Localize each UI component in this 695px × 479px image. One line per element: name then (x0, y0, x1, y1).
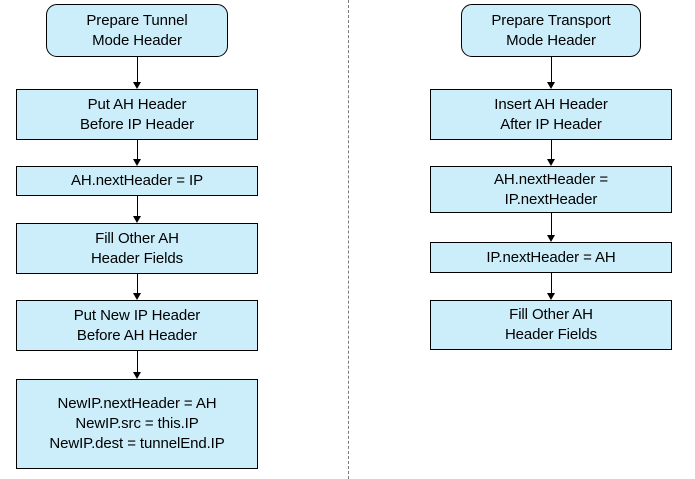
connector-put-new-ip-to-newip-fields-arrowhead-icon (133, 372, 141, 379)
connector-ip-nextheader-to-fill-other (551, 273, 552, 295)
prepare-tunnel-mode-header-node[interactable]: Prepare Tunnel Mode Header (46, 4, 228, 57)
prepare-tunnel-mode-header-node-label: Prepare Tunnel Mode Header (86, 11, 188, 49)
connector-ah-nextheader-to-ip-nextheader (551, 213, 552, 237)
connector-transport-start-to-insert-ah-arrowhead-icon (547, 82, 555, 89)
ip-nextheader-equals-ah-node[interactable]: IP.nextHeader = AH (430, 242, 672, 273)
connector-fill-other-to-put-new-ip-arrowhead-icon (133, 293, 141, 300)
connector-put-ah-to-ah-nextheader (137, 140, 138, 161)
ah-nextheader-equals-ip-nextheader-node-label: AH.nextHeader = IP.nextHeader (494, 170, 608, 208)
connector-tunnel-start-to-put-ah-arrowhead-icon (133, 82, 141, 89)
newip-header-fields-node-label: NewIP.nextHeader = AH NewIP.src = this.I… (49, 395, 225, 452)
connector-insert-ah-to-ah-nextheader (551, 140, 552, 161)
insert-ah-header-after-ip-header-node[interactable]: Insert AH Header After IP Header (430, 89, 672, 140)
connector-transport-start-to-insert-ah (551, 57, 552, 84)
fill-other-ah-header-fields-node[interactable]: Fill Other AH Header Fields (430, 300, 672, 350)
connector-ah-nextheader-to-fill-other (137, 196, 138, 218)
fill-other-ah-header-fields-node[interactable]: Fill Other AH Header Fields (16, 223, 258, 274)
prepare-transport-mode-header-node[interactable]: Prepare Transport Mode Header (461, 4, 641, 57)
ah-nextheader-equals-ip-node-label: AH.nextHeader = IP (70, 172, 204, 190)
connector-put-ah-to-ah-nextheader-arrowhead-icon (133, 159, 141, 166)
put-ah-header-before-ip-header-node-label: Put AH Header Before IP Header (79, 95, 195, 133)
prepare-transport-mode-header-node-label: Prepare Transport Mode Header (491, 11, 611, 49)
put-new-ip-header-before-ah-header-node[interactable]: Put New IP Header Before AH Header (16, 300, 258, 351)
vertical-dashed-divider (348, 0, 349, 479)
connector-insert-ah-to-ah-nextheader-arrowhead-icon (547, 159, 555, 166)
connector-ah-nextheader-to-ip-nextheader-arrowhead-icon (547, 235, 555, 242)
connector-put-new-ip-to-newip-fields (137, 351, 138, 374)
ah-nextheader-equals-ip-nextheader-node[interactable]: AH.nextHeader = IP.nextHeader (430, 166, 672, 213)
fill-other-ah-header-fields-node-label: Fill Other AH Header Fields (504, 306, 598, 343)
connector-tunnel-start-to-put-ah (137, 57, 138, 84)
put-ah-header-before-ip-header-node[interactable]: Put AH Header Before IP Header (16, 89, 258, 140)
connector-fill-other-to-put-new-ip (137, 274, 138, 295)
connector-ah-nextheader-to-fill-other-arrowhead-icon (133, 216, 141, 223)
put-new-ip-header-before-ah-header-node-label: Put New IP Header Before AH Header (73, 306, 201, 344)
connector-ip-nextheader-to-fill-other-arrowhead-icon (547, 293, 555, 300)
insert-ah-header-after-ip-header-node-label: Insert AH Header After IP Header (494, 95, 608, 133)
newip-header-fields-node[interactable]: NewIP.nextHeader = AH NewIP.src = this.I… (16, 379, 258, 469)
ah-nextheader-equals-ip-node[interactable]: AH.nextHeader = IP (16, 166, 258, 196)
fill-other-ah-header-fields-node-label: Fill Other AH Header Fields (90, 229, 184, 267)
ip-nextheader-equals-ah-node-label: IP.nextHeader = AH (486, 248, 616, 266)
